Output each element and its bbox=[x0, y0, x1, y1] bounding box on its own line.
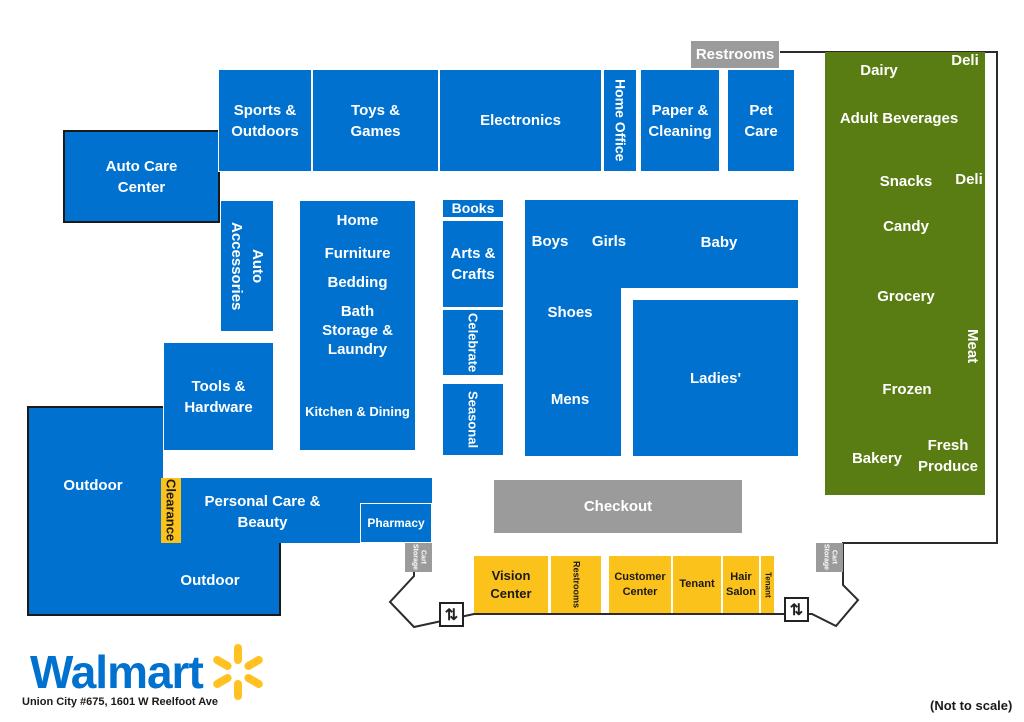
vision-center-label: Vision Center bbox=[490, 567, 532, 601]
auto-care-label: Auto Care Center bbox=[105, 157, 178, 196]
sports-outdoors: Sports & Outdoors bbox=[218, 69, 312, 172]
dairy-label: Dairy bbox=[860, 62, 898, 79]
outdoor-bottom-label: Outdoor bbox=[180, 572, 240, 589]
snacks-label: Snacks bbox=[879, 173, 933, 190]
deli-top-label: Deli bbox=[951, 52, 979, 69]
ladies: Ladies' bbox=[633, 300, 798, 456]
home-section: Home Furniture Bedding Bath Storage & La… bbox=[299, 200, 416, 451]
brand-wordmark: Walmart bbox=[30, 646, 204, 698]
auto-care-center: Auto Care Center bbox=[63, 130, 220, 223]
apparel-top bbox=[525, 200, 798, 288]
toys-label: Toys & Games bbox=[350, 101, 401, 140]
grocery-section bbox=[825, 52, 985, 495]
entrance-arrows-icon[interactable]: ⇅ bbox=[439, 602, 464, 627]
walmart-logo: Walmart bbox=[30, 644, 269, 700]
entrance-left-glyph: ⇅ bbox=[444, 606, 459, 624]
clearance-label: Clearance bbox=[163, 479, 179, 542]
apparel-left bbox=[525, 288, 621, 456]
auto-accessories-label: Auto Accessories bbox=[228, 221, 266, 311]
tools-label: Tools & Hardware bbox=[184, 377, 253, 416]
bedding-label: Bedding bbox=[327, 274, 388, 291]
arts-label: Arts & Crafts bbox=[450, 245, 496, 283]
walmart-spark-icon bbox=[212, 644, 263, 700]
cart-storage-right-label: Cart Storage bbox=[822, 544, 838, 571]
entrance-right-glyph: ⇅ bbox=[789, 601, 804, 619]
store-address: Union City #675, 1601 W Reelfoot Ave bbox=[22, 696, 219, 708]
hair-salon: Hair Salon bbox=[723, 556, 759, 613]
books-label: Books bbox=[451, 200, 495, 216]
deli-mid-label: Deli bbox=[955, 171, 983, 188]
ladies-label: Ladies' bbox=[689, 369, 742, 387]
mens-label: Mens bbox=[550, 391, 590, 408]
tenant-2: Tenant bbox=[761, 556, 774, 613]
checkout: Checkout bbox=[494, 480, 742, 533]
bakery-label: Bakery bbox=[851, 450, 903, 467]
grocery-label: Grocery bbox=[877, 288, 935, 305]
shoes-label: Shoes bbox=[547, 304, 593, 321]
tenant-1: Tenant bbox=[673, 556, 721, 613]
seasonal: Seasonal bbox=[442, 383, 504, 456]
restrooms-front: Restrooms bbox=[551, 556, 601, 613]
books: Books bbox=[442, 199, 504, 218]
girls-label: Girls bbox=[591, 233, 627, 250]
toys-games: Toys & Games bbox=[312, 69, 439, 172]
cart-storage-left: Cart Storage bbox=[405, 543, 432, 572]
pet-care: Pet Care bbox=[727, 69, 795, 172]
home-label: Home bbox=[336, 212, 379, 229]
boys-label: Boys bbox=[531, 233, 569, 250]
outdoor-lower bbox=[27, 543, 281, 616]
electronics-label: Electronics bbox=[480, 112, 561, 129]
electronics: Electronics bbox=[439, 69, 602, 172]
meat-label: Meat bbox=[964, 328, 981, 364]
customer-center-label: Customer Center bbox=[614, 570, 666, 598]
clearance: Clearance bbox=[161, 478, 181, 543]
cart-storage-left-label: Cart Storage bbox=[411, 544, 427, 571]
pharmacy-label: Pharmacy bbox=[367, 515, 425, 530]
baby-label: Baby bbox=[700, 234, 738, 251]
fresh-produce-label: Fresh Produce bbox=[917, 437, 978, 475]
celebrate-label: Celebrate bbox=[465, 312, 481, 373]
entrance-arrows-icon[interactable]: ⇅ bbox=[784, 597, 809, 622]
kitchen-label: Kitchen & Dining bbox=[305, 404, 410, 419]
home-office: Home Office bbox=[603, 69, 637, 172]
paper-label: Paper & Cleaning bbox=[648, 101, 712, 140]
frozen-label: Frozen bbox=[882, 381, 932, 398]
personal-care-label: Personal Care & Beauty bbox=[204, 493, 321, 531]
celebrate: Celebrate bbox=[442, 309, 504, 376]
adult-beverages-label: Adult Beverages bbox=[839, 110, 959, 127]
hair-salon-label: Hair Salon bbox=[726, 570, 756, 598]
vision-center: Vision Center bbox=[474, 556, 548, 613]
checkout-label: Checkout bbox=[583, 498, 653, 515]
bath-label: Bath Storage & Laundry bbox=[322, 303, 393, 358]
paper-cleaning: Paper & Cleaning bbox=[640, 69, 720, 172]
arts-crafts: Arts & Crafts bbox=[442, 220, 504, 308]
pet-label: Pet Care bbox=[744, 101, 778, 140]
sports-label: Sports & Outdoors bbox=[231, 101, 299, 140]
restrooms-front-label: Restrooms bbox=[571, 560, 582, 608]
auto-accessories: Auto Accessories bbox=[220, 200, 274, 332]
cart-storage-right: Cart Storage bbox=[816, 543, 843, 572]
restrooms-top-label: Restrooms bbox=[695, 46, 775, 63]
tools-hardware: Tools & Hardware bbox=[163, 342, 274, 451]
home-office-label: Home Office bbox=[612, 79, 629, 162]
restrooms-top: Restrooms bbox=[691, 41, 779, 68]
pharmacy[interactable]: Pharmacy bbox=[360, 503, 432, 543]
tenant-2-label: Tenant bbox=[763, 571, 773, 598]
outdoor-upper bbox=[27, 406, 163, 546]
seasonal-label: Seasonal bbox=[465, 390, 481, 449]
furniture-label: Furniture bbox=[324, 245, 391, 262]
tenant-1-label: Tenant bbox=[679, 578, 715, 590]
outdoor-top-label: Outdoor bbox=[63, 477, 123, 494]
candy-label: Candy bbox=[883, 218, 929, 235]
scale-note: (Not to scale) bbox=[930, 698, 1013, 713]
customer-center: Customer Center bbox=[609, 556, 671, 613]
